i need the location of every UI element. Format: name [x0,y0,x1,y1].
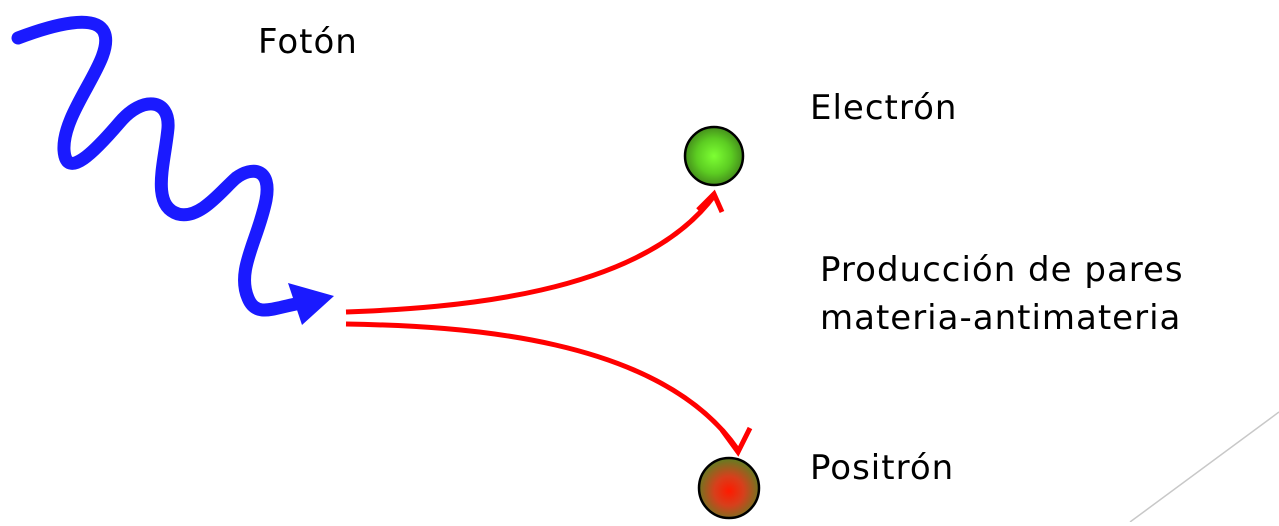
positron-particle [697,456,761,520]
electron-particle [683,125,745,187]
process-description: Producción de pares materia-antimateria [820,246,1184,342]
electron-label: Electrón [810,88,958,128]
photon-arrowhead [288,283,334,325]
positron-label: Positrón [810,448,955,488]
positron-track [345,321,741,452]
electron-track-arrowhead [696,189,725,214]
process-line-1: Producción de pares [820,250,1184,290]
photon-wave [11,15,303,317]
positron-track-arrowhead [719,426,753,457]
photon-label: Fotón [258,22,358,62]
corner-decoration-line [1129,411,1279,523]
electron-track [345,194,717,315]
process-line-2: materia-antimateria [820,298,1182,338]
